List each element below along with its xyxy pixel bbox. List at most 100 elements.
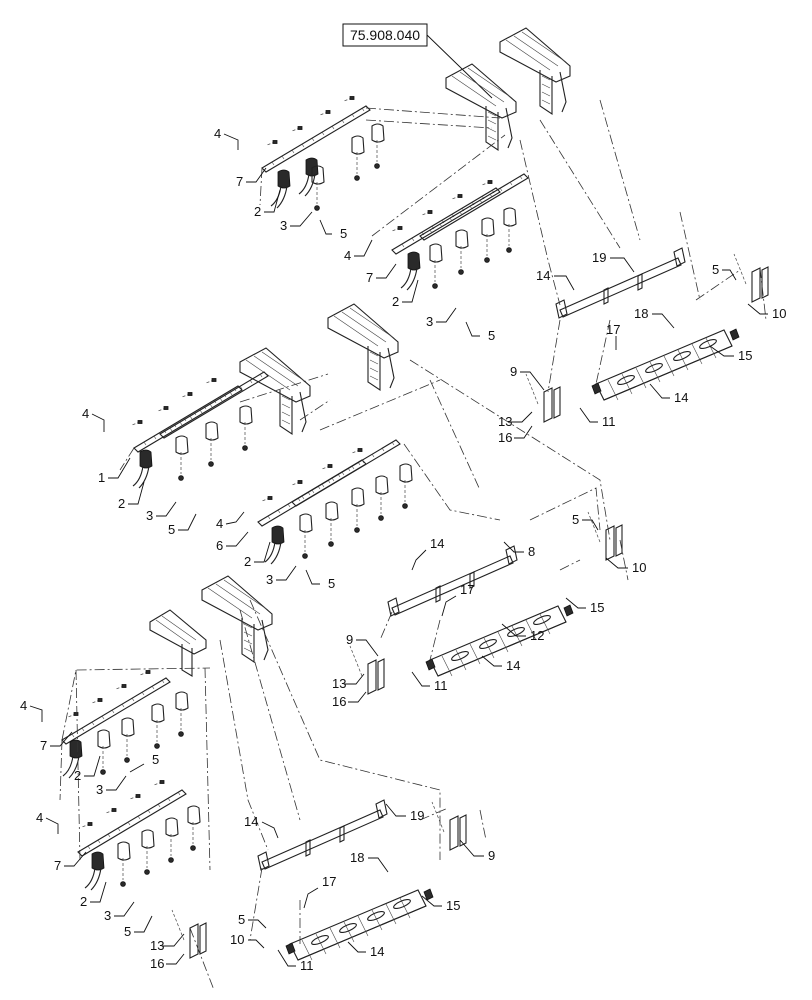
callout-c55[interactable]: 2 bbox=[80, 881, 107, 909]
callout-c6[interactable]: 4 bbox=[344, 239, 373, 263]
callout-c11[interactable]: 19 bbox=[592, 250, 635, 273]
callout-number: 14 bbox=[506, 658, 520, 673]
callout-c13[interactable]: 5 bbox=[712, 262, 737, 281]
callout-c15[interactable]: 18 bbox=[634, 306, 675, 329]
callout-c52[interactable]: 14 bbox=[244, 814, 279, 839]
callout-c2[interactable]: 7 bbox=[236, 167, 267, 189]
callout-number: 4 bbox=[20, 698, 27, 713]
callout-c58[interactable]: 18 bbox=[350, 850, 389, 873]
section-b-toolbar-upper bbox=[131, 371, 269, 489]
callout-c12[interactable]: 14 bbox=[536, 268, 575, 291]
callout-leader bbox=[376, 263, 397, 279]
callout-c8[interactable]: 2 bbox=[392, 279, 419, 309]
callout-c14[interactable]: 10 bbox=[747, 303, 786, 321]
callout-c48[interactable]: 2 bbox=[74, 755, 101, 783]
callout-c34[interactable]: 14 bbox=[411, 536, 444, 571]
callout-c37[interactable]: 17 bbox=[441, 582, 474, 617]
callout-c50[interactable]: 4 bbox=[36, 810, 59, 834]
callout-number: 2 bbox=[74, 768, 81, 783]
callout-c5[interactable]: 5 bbox=[319, 219, 347, 241]
callout-c46[interactable]: 7 bbox=[40, 731, 73, 753]
callout-c17[interactable]: 15 bbox=[709, 345, 752, 363]
callout-leader bbox=[411, 549, 427, 571]
callout-leader bbox=[520, 371, 545, 391]
callout-c35[interactable]: 8 bbox=[503, 541, 535, 559]
callout-c49[interactable]: 3 bbox=[96, 775, 127, 797]
callout-c30[interactable]: 2 bbox=[244, 541, 271, 569]
callout-number: 2 bbox=[392, 294, 399, 309]
callout-c47[interactable]: 5 bbox=[129, 752, 159, 773]
callout-c53[interactable]: 19 bbox=[385, 803, 424, 823]
callout-c39[interactable]: 12 bbox=[501, 623, 544, 643]
callout-leader bbox=[421, 895, 442, 907]
callout-c7[interactable]: 7 bbox=[366, 263, 397, 285]
callout-number: 5 bbox=[712, 262, 719, 277]
reference-label: 75.908.040 bbox=[350, 27, 420, 43]
callout-c27[interactable]: 5 bbox=[168, 513, 197, 537]
callout-c29[interactable]: 6 bbox=[216, 531, 249, 553]
callout-number: 3 bbox=[426, 314, 433, 329]
callout-c54[interactable]: 9 bbox=[459, 839, 495, 863]
callout-c1[interactable]: 4 bbox=[214, 126, 239, 150]
callout-c18[interactable]: 9 bbox=[510, 364, 545, 391]
callout-c19[interactable]: 14 bbox=[649, 383, 688, 405]
callout-number: 5 bbox=[572, 512, 579, 527]
callout-number: 9 bbox=[488, 848, 495, 863]
callout-leader bbox=[134, 915, 153, 933]
callout-c22[interactable]: 16 bbox=[498, 425, 533, 445]
callout-leader bbox=[248, 939, 265, 949]
callout-number: 5 bbox=[168, 522, 175, 537]
callout-c41[interactable]: 14 bbox=[481, 655, 520, 673]
callout-number: 14 bbox=[674, 390, 688, 405]
callout-c40[interactable]: 9 bbox=[346, 632, 379, 657]
callout-c4[interactable]: 3 bbox=[280, 211, 313, 233]
callout-number: 7 bbox=[40, 738, 47, 753]
callout-number: 14 bbox=[430, 536, 444, 551]
callout-c42[interactable]: 13 bbox=[332, 673, 365, 691]
callout-c23[interactable]: 4 bbox=[82, 406, 105, 432]
callout-number: 10 bbox=[230, 932, 244, 947]
callout-c36[interactable]: 10 bbox=[605, 557, 646, 575]
callout-leader bbox=[652, 313, 675, 329]
callout-c10[interactable]: 5 bbox=[465, 321, 495, 343]
section-c-axle bbox=[257, 799, 388, 871]
section-c-frames bbox=[149, 575, 273, 677]
callout-c63[interactable]: 14 bbox=[347, 941, 384, 959]
section-c-toolbar-upper bbox=[61, 670, 189, 779]
callout-c59[interactable]: 17 bbox=[303, 874, 336, 909]
callout-c60[interactable]: 15 bbox=[421, 895, 460, 913]
callout-c51[interactable]: 7 bbox=[54, 851, 87, 873]
callout-c9[interactable]: 3 bbox=[426, 307, 457, 329]
callout-c44[interactable]: 16 bbox=[332, 691, 367, 709]
callout-number: 14 bbox=[536, 268, 550, 283]
callout-c64[interactable]: 13 bbox=[150, 933, 185, 953]
section-a-axle bbox=[555, 247, 686, 319]
callout-c21[interactable]: 11 bbox=[579, 407, 616, 429]
callout-c20[interactable]: 13 bbox=[498, 411, 533, 429]
section-a-toolbar-lower bbox=[391, 173, 529, 291]
callout-c28[interactable]: 4 bbox=[216, 511, 245, 531]
callout-c31[interactable]: 3 bbox=[266, 565, 297, 587]
callout-c24[interactable]: 1 bbox=[98, 457, 131, 485]
callout-c57[interactable]: 5 bbox=[124, 915, 153, 939]
callout-c38[interactable]: 15 bbox=[565, 597, 604, 615]
callout-number: 7 bbox=[366, 270, 373, 285]
callout-c43[interactable]: 11 bbox=[411, 671, 448, 693]
callout-leader bbox=[722, 269, 737, 281]
callout-c33[interactable]: 5 bbox=[572, 512, 599, 531]
section-a-toolbar-upper bbox=[261, 96, 385, 211]
callout-c26[interactable]: 3 bbox=[146, 501, 177, 523]
callout-number: 12 bbox=[530, 628, 544, 643]
callout-c65[interactable]: 11 bbox=[277, 949, 314, 973]
callout-c61[interactable]: 5 bbox=[238, 912, 267, 929]
callout-c3[interactable]: 2 bbox=[254, 189, 281, 219]
callout-c62[interactable]: 10 bbox=[230, 932, 265, 949]
callout-c56[interactable]: 3 bbox=[104, 901, 135, 923]
callout-c25[interactable]: 2 bbox=[118, 481, 145, 511]
callout-leader bbox=[582, 519, 599, 531]
callout-c66[interactable]: 16 bbox=[150, 953, 185, 971]
callout-c16[interactable]: 17 bbox=[606, 322, 620, 350]
callout-c45[interactable]: 4 bbox=[20, 698, 43, 722]
callout-leader bbox=[114, 901, 135, 917]
callout-c32[interactable]: 5 bbox=[305, 569, 335, 591]
